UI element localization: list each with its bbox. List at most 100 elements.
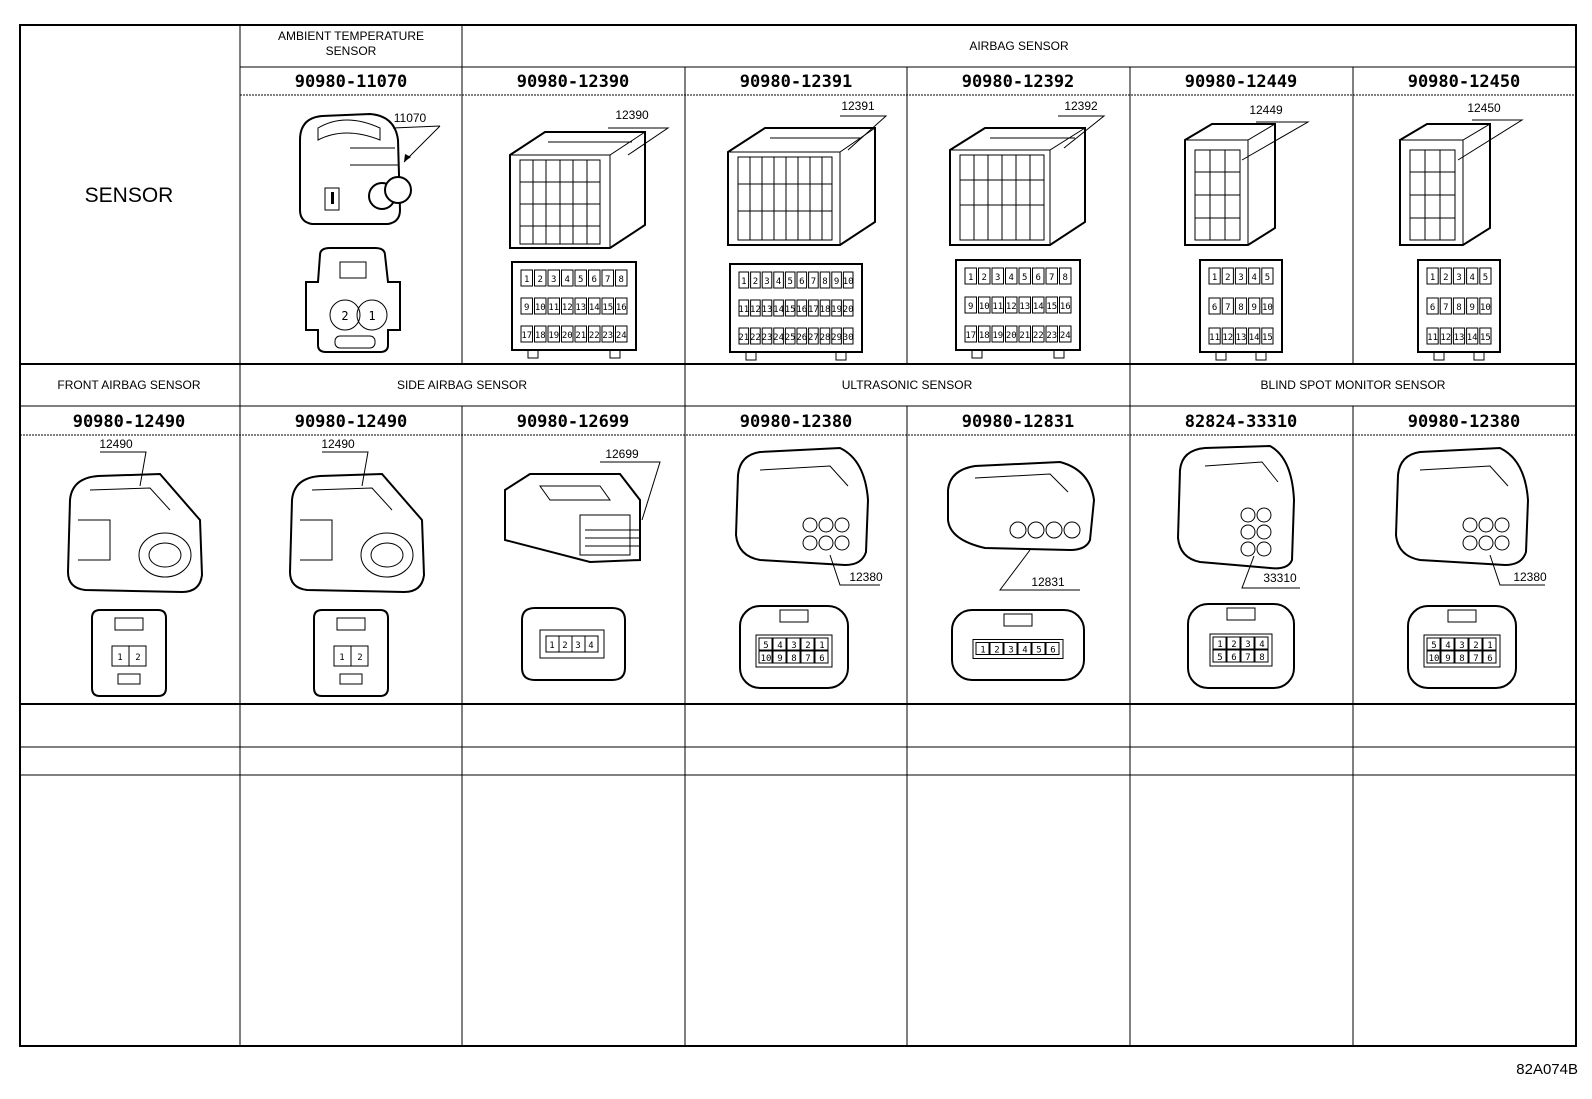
pin-cell (547, 297, 560, 315)
pin-label: 20 (1006, 331, 1017, 341)
connector-drawing-12390 (509, 127, 670, 249)
pin-label: 9 (777, 654, 782, 664)
pin-cell (1208, 327, 1221, 345)
pin-label: 1 (819, 641, 824, 651)
grid-lines (19, 24, 1577, 1047)
pin-cell (784, 327, 796, 345)
pin-label: 18 (820, 305, 831, 315)
pin-label: 3 (575, 641, 580, 651)
connector-drawing-12490 (66, 451, 204, 594)
pin-label: 10 (1480, 303, 1491, 313)
pin-label: 20 (843, 305, 854, 315)
pin-cell (761, 271, 773, 289)
callout-label: 12391 (841, 99, 875, 113)
diagram-code: 82A074B (1516, 1061, 1578, 1078)
pin-label: 10 (843, 277, 854, 287)
pin-label: 11 (738, 305, 749, 315)
pin-cell (601, 269, 614, 287)
pin-label: 7 (805, 654, 810, 664)
pin-cell (547, 325, 560, 343)
pin-label: 9 (524, 303, 529, 313)
pin-cell (574, 325, 587, 343)
pin-cell (773, 271, 784, 289)
pin-cell (1018, 296, 1031, 314)
pin-cell (1032, 296, 1045, 314)
pin-cell (1426, 327, 1439, 345)
pin-cell (1059, 325, 1072, 343)
pin-cell (534, 325, 547, 343)
pin-label: 8 (619, 275, 624, 285)
pin-cell (784, 271, 796, 289)
pin-cell (831, 299, 842, 317)
pin-label: 2 (805, 641, 810, 651)
pin-label: 5 (578, 275, 583, 285)
pin-cell (750, 271, 761, 289)
pin-cell (761, 299, 773, 317)
pin-cell (964, 296, 977, 314)
callout-label: 12831 (1031, 575, 1065, 589)
pin-label: 1 (741, 277, 746, 287)
pin-cell (750, 327, 761, 345)
pin-label: 6 (592, 275, 597, 285)
pin-cell (1254, 649, 1269, 663)
pin-label: 9 (1469, 303, 1474, 313)
pin-cell (842, 271, 854, 289)
pin-label: 7 (1443, 303, 1448, 313)
pin-cell (964, 325, 977, 343)
pin-cell (1466, 327, 1479, 345)
pin-label: 28 (820, 333, 831, 343)
pin-label: 3 (791, 641, 796, 651)
pin-cell (738, 327, 750, 345)
pin-label: 3 (764, 277, 769, 287)
pin-label: 2 (538, 275, 543, 285)
pin-label: 11 (548, 303, 559, 313)
pin-label: 11 (1209, 333, 1220, 343)
pin-cell (819, 271, 831, 289)
pin-cell (1254, 636, 1269, 650)
pin-cell (1032, 267, 1045, 285)
part-number: 82824-33310 (1185, 412, 1298, 432)
pin-label: 6 (1050, 646, 1055, 656)
callout-label: 12449 (1249, 103, 1283, 117)
pin-label: 2 (1231, 640, 1236, 650)
connector-drawing-11070 (299, 112, 441, 225)
pin-label: 21 (738, 333, 749, 343)
connector-drawing-12449 (1184, 121, 1310, 246)
pin-label: 13 (1236, 333, 1247, 343)
pin-cell (1208, 297, 1221, 315)
pin-cell (1240, 649, 1255, 663)
pin-label: 7 (1225, 303, 1230, 313)
pin-cell (989, 642, 1004, 655)
pin-cell (772, 650, 787, 664)
pin-label: 15 (785, 305, 796, 315)
pin-label: 9 (968, 302, 973, 312)
pin-label: 6 (819, 654, 824, 664)
pin-cell (1426, 267, 1439, 285)
pin-cell (1059, 296, 1072, 314)
pin-label: 16 (616, 303, 627, 313)
pin-label: 4 (588, 641, 593, 651)
pin-cell (601, 325, 614, 343)
pin-cell (991, 296, 1004, 314)
pin-label: 4 (1445, 641, 1450, 651)
pin-label: 4 (1251, 273, 1256, 283)
pin-cell (534, 269, 547, 287)
pin-cell (1479, 267, 1492, 285)
pin-label: 17 (808, 305, 819, 315)
pin-cell (1045, 267, 1058, 285)
part-number: 90980-12449 (1185, 72, 1298, 92)
callout-label: 12380 (849, 570, 883, 584)
pin-label: 15 (1262, 333, 1273, 343)
pin-cell (1440, 650, 1455, 664)
pin-cell (773, 327, 784, 345)
pin-label: 9 (1251, 303, 1256, 313)
pin-label: 10 (979, 302, 990, 312)
pin-label: 6 (1487, 654, 1492, 664)
pin-label: 5 (1265, 273, 1270, 283)
pin-label: 14 (1249, 333, 1260, 343)
pin-label: 13 (575, 303, 586, 313)
pin-cell (1482, 650, 1497, 664)
